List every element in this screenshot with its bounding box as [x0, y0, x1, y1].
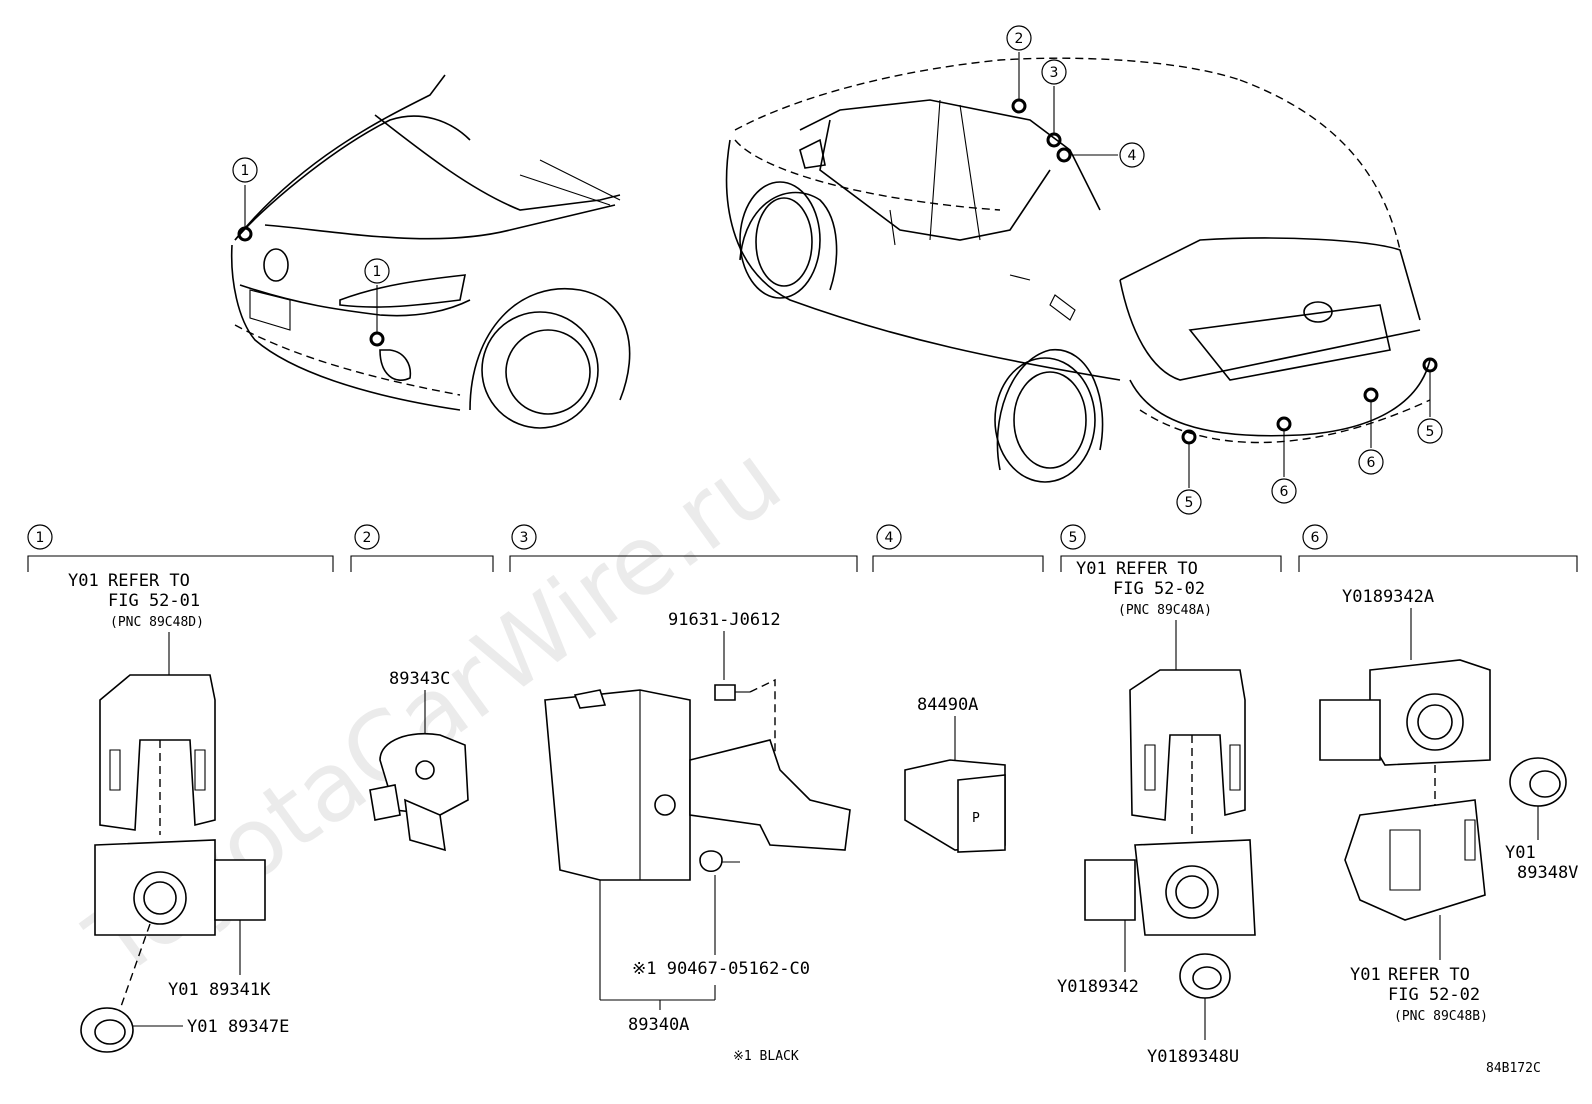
- group-4-header: 4: [872, 524, 1044, 572]
- figure-code: 84B172C: [1486, 1061, 1541, 1076]
- g3-bolt-label: 91631-J0612: [668, 610, 781, 630]
- callout-marker-6-right: 6: [1358, 387, 1384, 475]
- g5-bezel-label: Y0189348U: [1147, 1047, 1239, 1067]
- g5-fig: FIG 52-02: [1113, 579, 1205, 599]
- front-car-illustration: [230, 74, 631, 429]
- front-sensor-marker-corner: 1: [364, 258, 390, 347]
- group-4-number: 4: [885, 530, 894, 546]
- g6-bezel-label: 89348V: [1517, 863, 1578, 883]
- group-1-header: 1: [27, 524, 334, 572]
- group-1-number: 1: [36, 530, 45, 546]
- g5-refer-prefix: Y01: [1076, 559, 1107, 579]
- callout-marker-5-left: 5: [1176, 429, 1202, 515]
- callout-marker-5-right: 5: [1417, 357, 1443, 444]
- group-6-parts: Y0189342A Y01 89348V Y01 REFER TO FIG 52…: [1319, 587, 1578, 1024]
- g5-refer-to: REFER TO: [1116, 559, 1198, 579]
- g6-bezel-prefix: Y01: [1505, 843, 1536, 863]
- g1-pnc: (PNC 89C48D): [110, 615, 204, 630]
- group-5-parts: Y01 REFER TO FIG 52-02 (PNC 89C48A) Y018…: [1057, 559, 1256, 1067]
- callout-5b: 5: [1426, 424, 1435, 440]
- group-5-header: 5: [1060, 524, 1282, 572]
- callout-marker-3: 3: [1041, 59, 1067, 148]
- g5-sensor-label: Y0189342: [1057, 977, 1139, 997]
- callout-1b: 1: [373, 264, 382, 280]
- group-4-parts: 84490A P: [904, 695, 1006, 853]
- g6-fig: FIG 52-02: [1388, 985, 1480, 1005]
- callout-marker-4: 4: [1056, 142, 1145, 168]
- g6-refer-prefix: Y01: [1350, 965, 1381, 985]
- callout-marker-6-left: 6: [1271, 416, 1297, 504]
- callout-1a: 1: [241, 163, 250, 179]
- g1-bezel-label: Y01 89347E: [187, 1017, 289, 1037]
- g6-sensor-top-label: Y0189342A: [1342, 587, 1434, 607]
- group-2-header: 2: [350, 524, 494, 572]
- group-6-number: 6: [1311, 530, 1320, 546]
- callout-6b: 6: [1367, 455, 1376, 471]
- g5-pnc: (PNC 89C48A): [1118, 603, 1212, 618]
- footnote: ※1 BLACK: [733, 1049, 799, 1064]
- g2-part-label: 89343C: [389, 669, 450, 689]
- g1-refer-to: REFER TO: [108, 571, 190, 591]
- g1-sensor-label: Y01 89341K: [168, 980, 271, 1000]
- callout-marker-2: 2: [1006, 25, 1032, 114]
- g4-switch-icon: P: [972, 811, 980, 826]
- g4-switch-label: 84490A: [917, 695, 978, 715]
- group-2-parts: 89343C: [369, 669, 469, 852]
- g3-ecu-label: 89340A: [628, 1015, 689, 1035]
- front-sensor-marker-left: 1: [232, 157, 258, 242]
- group-5-number: 5: [1069, 530, 1078, 546]
- g6-refer-to: REFER TO: [1388, 965, 1470, 985]
- group-3-number: 3: [520, 530, 529, 546]
- callout-4: 4: [1128, 148, 1137, 164]
- group-1-parts: Y01 REFER TO FIG 52-01 (PNC 89C48D) Y01 …: [68, 571, 289, 1053]
- g3-screw-label: ※1 90467-05162-C0: [632, 959, 810, 979]
- group-3-header: 3: [509, 524, 858, 572]
- g1-fig: FIG 52-01: [108, 591, 200, 611]
- group-6-header: 6: [1298, 524, 1578, 572]
- group-2-number: 2: [363, 530, 372, 546]
- rear-car-illustration: [725, 57, 1431, 483]
- group-3-parts: 91631-J0612 ※1 90467-05162-C0 89340A: [544, 610, 851, 1035]
- callout-5a: 5: [1185, 495, 1194, 511]
- callout-3: 3: [1050, 65, 1059, 81]
- g1-refer-prefix: Y01: [68, 571, 99, 591]
- g6-pnc: (PNC 89C48B): [1394, 1009, 1488, 1024]
- callout-6a: 6: [1280, 484, 1289, 500]
- callout-2: 2: [1015, 31, 1024, 47]
